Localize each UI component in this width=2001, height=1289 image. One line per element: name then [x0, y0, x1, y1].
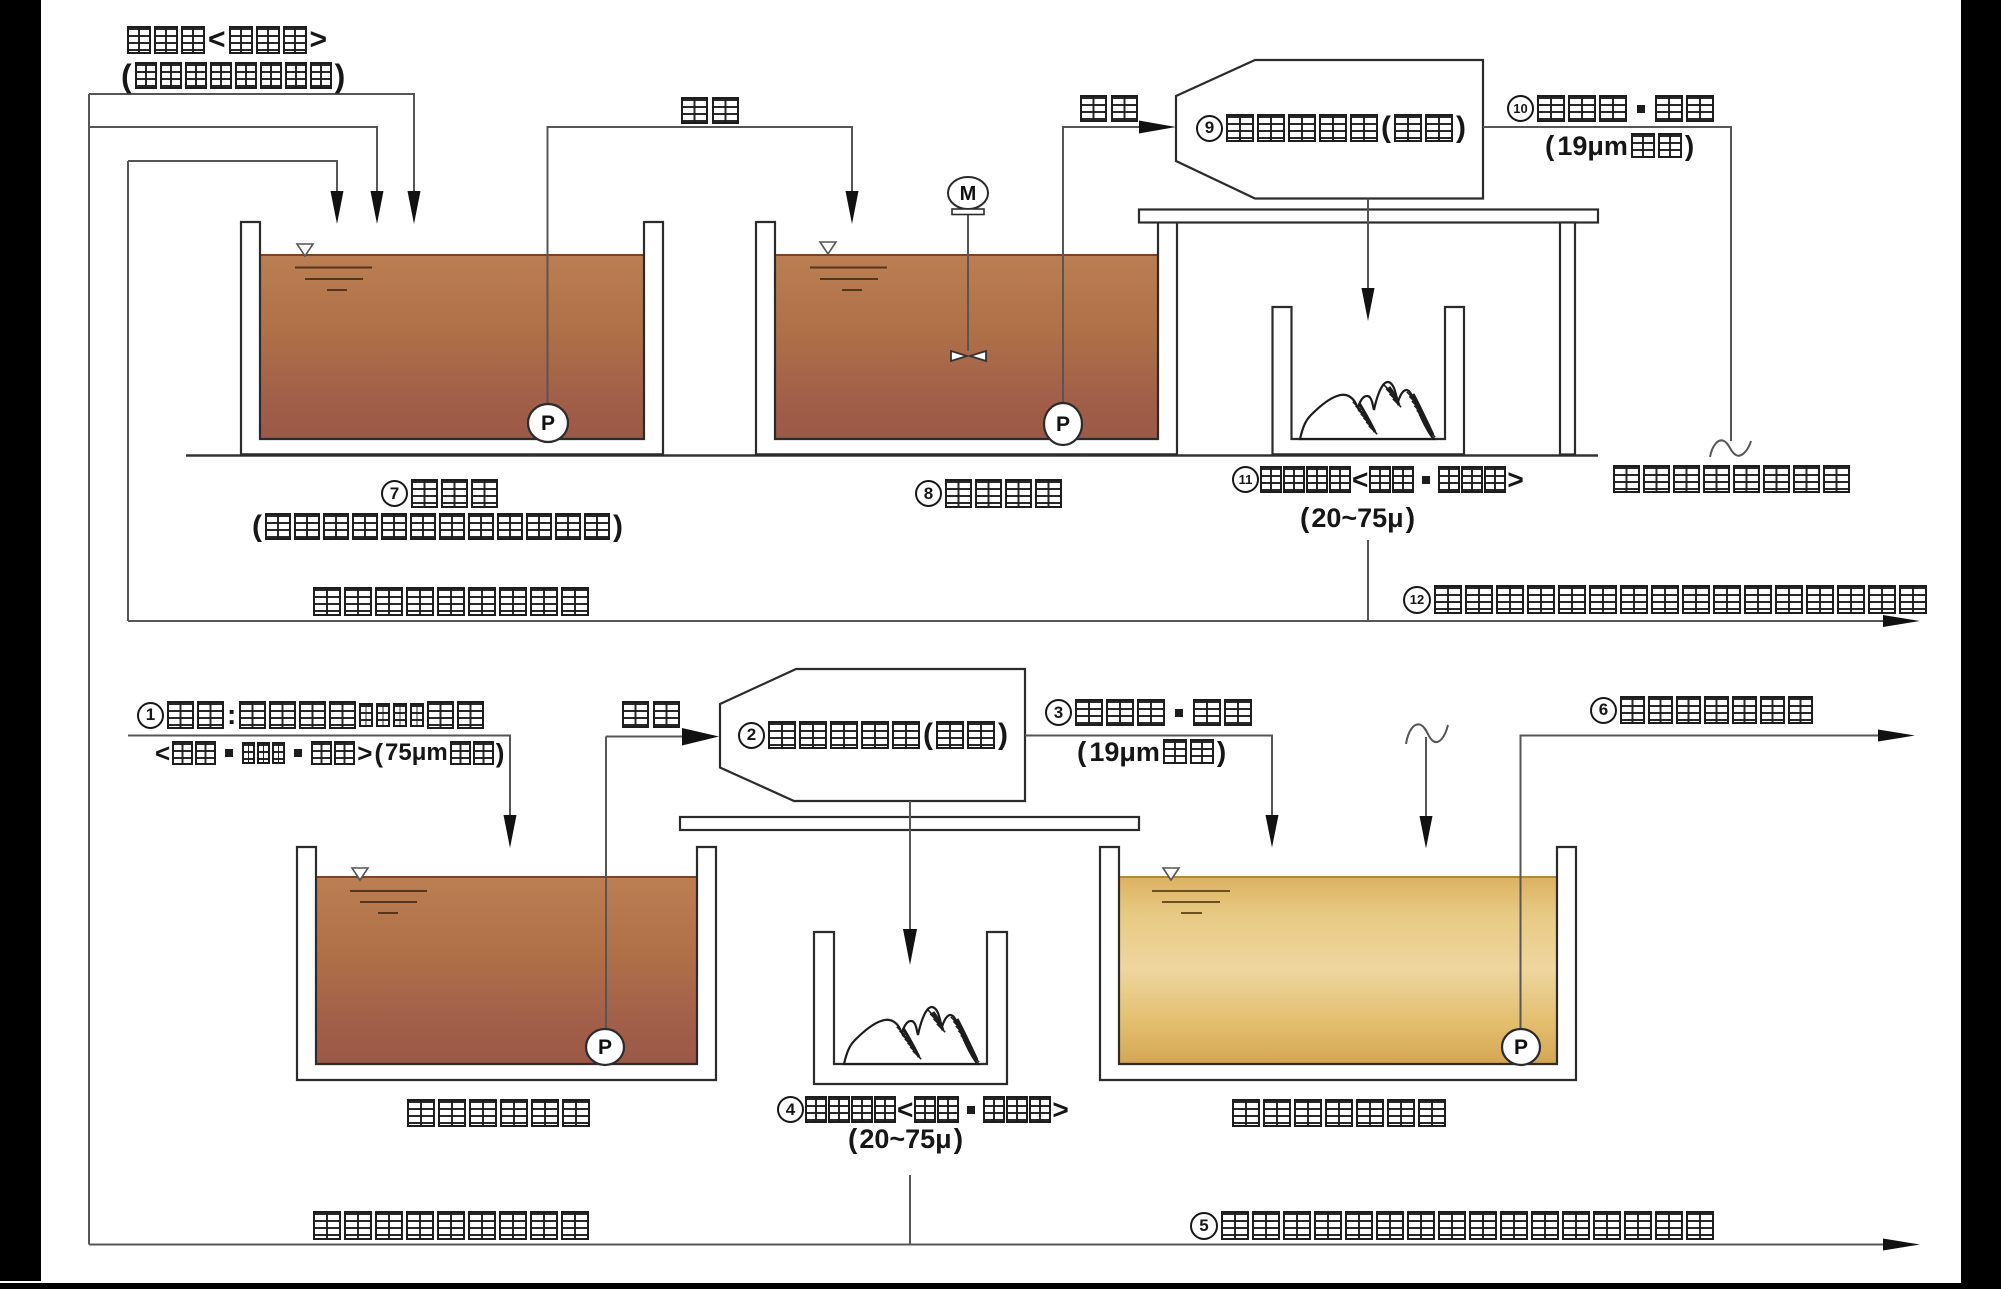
svg-text:P: P	[598, 1036, 612, 1059]
svg-text:P: P	[1514, 1036, 1528, 1059]
svg-text:M: M	[960, 183, 977, 205]
svg-text:P: P	[541, 412, 555, 435]
svg-text:P: P	[1056, 413, 1070, 436]
